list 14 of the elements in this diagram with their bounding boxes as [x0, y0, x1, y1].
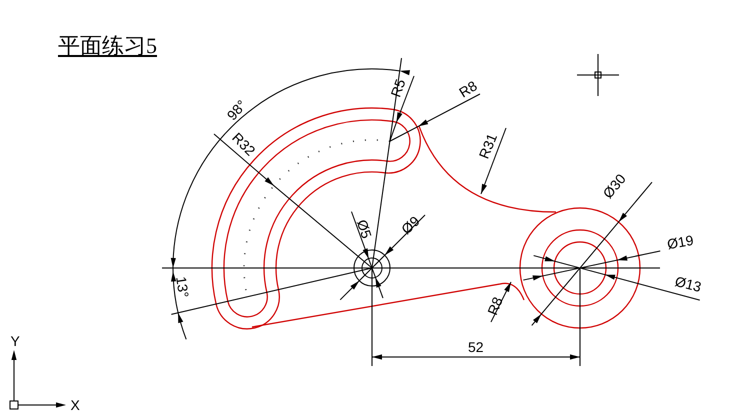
dimension-text: Ø19 [666, 232, 694, 252]
dimension-text: R31 [476, 131, 500, 161]
axis-label: X [70, 398, 80, 412]
drawing-title: 平面练习5 [58, 34, 157, 58]
dimension-text: Ø5 [354, 218, 374, 240]
dimension-text: R32 [230, 130, 258, 158]
dimension-text: 52 [468, 340, 484, 354]
dimension-text: R8 [485, 295, 505, 317]
dimension-text: Ø13 [674, 274, 703, 294]
dimension-text: R8 [456, 78, 480, 100]
axis-label: Y [10, 334, 20, 348]
angle-dimension-text: 13° [174, 276, 190, 298]
dimension-text: Ø9 [398, 214, 422, 236]
angle-dimension-text: 98° [224, 97, 248, 123]
